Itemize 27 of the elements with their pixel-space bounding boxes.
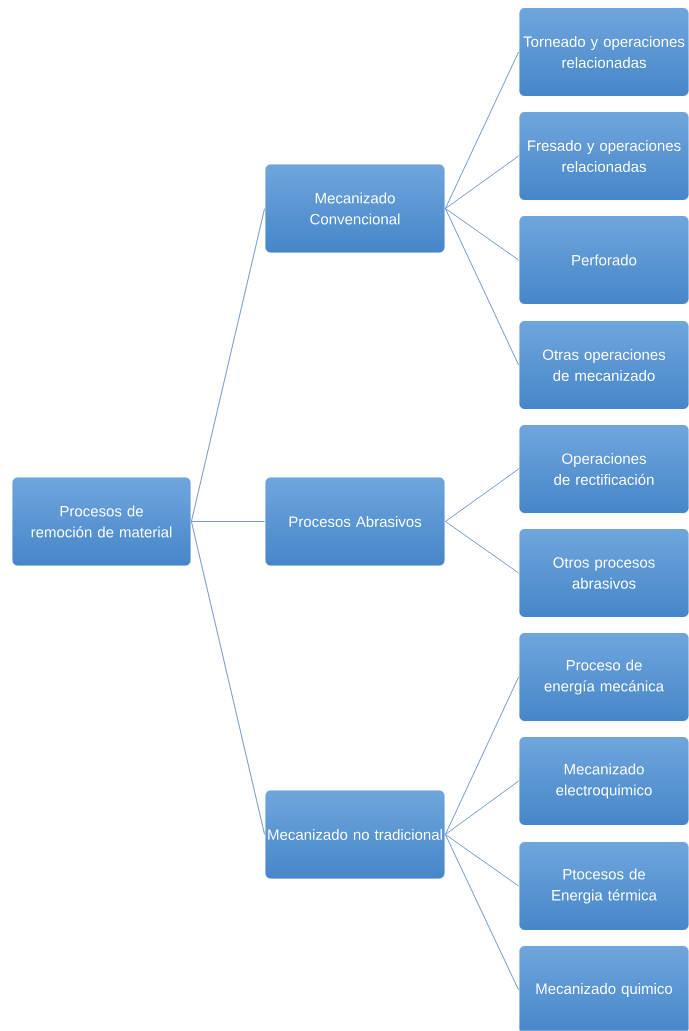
process-box: Torneado y operaciones relacionadas	[518, 7, 689, 97]
process-box: Mecanizado electroquimico	[518, 736, 689, 826]
process-box: Proceso de energía mecánica	[518, 632, 689, 722]
process-box: Fresado y operaciones relacionadas	[518, 111, 689, 201]
connector-line	[445, 834, 519, 991]
connector-line	[191, 521, 265, 522]
process-box: Perforado	[518, 215, 689, 305]
process-box: Mecanizado no tradicional	[264, 789, 446, 880]
connector-line	[445, 780, 519, 835]
process-box: Procesos Abrasivos	[264, 476, 446, 567]
connector-line	[445, 208, 519, 366]
process-box: Operaciones de rectificación	[518, 424, 689, 514]
connector-line	[191, 208, 265, 522]
process-box: Mecanizado quimico	[518, 945, 689, 1031]
connector-line	[445, 51, 519, 209]
connector-line	[445, 676, 519, 835]
connector-line	[445, 834, 519, 887]
process-box: Otras operaciones de mecanizado	[518, 320, 689, 410]
connector-line	[445, 208, 519, 261]
connector-line	[445, 468, 519, 522]
connector-line	[445, 155, 519, 209]
process-box: Ptocesos de Energia térmica	[518, 841, 689, 931]
process-box: Otros procesos abrasivos	[518, 528, 689, 618]
connector-line	[191, 521, 265, 835]
connector-line	[445, 521, 519, 574]
process-box: Mecanizado Convencional	[264, 163, 446, 254]
process-box: Procesos de remoción de material	[11, 476, 192, 567]
